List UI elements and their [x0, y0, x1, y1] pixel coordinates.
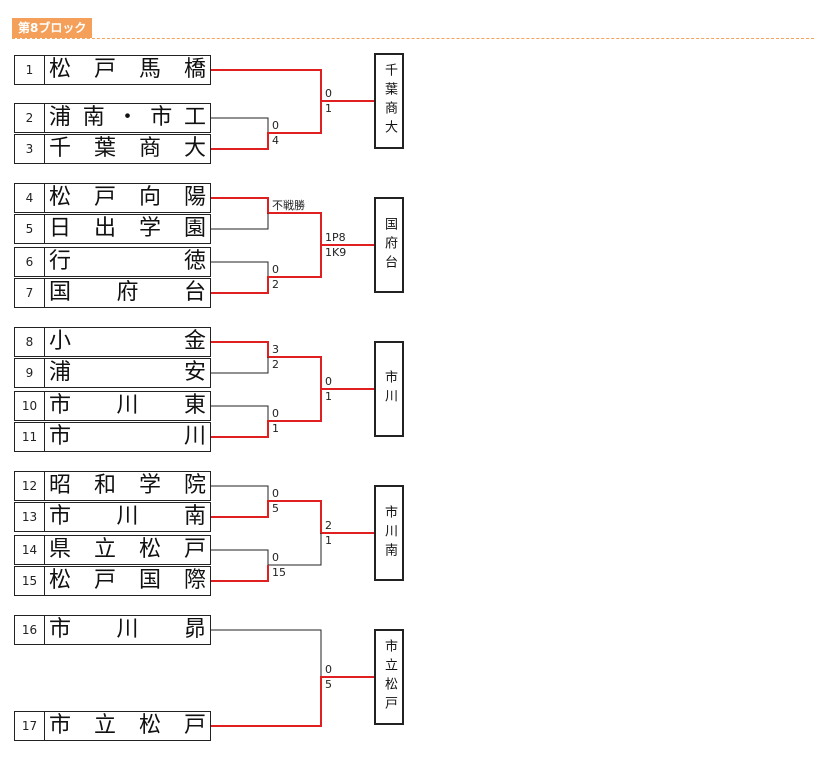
winner-box-1: 千葉商大: [374, 53, 404, 149]
score-label: 0: [325, 663, 332, 676]
score-label: 0: [325, 375, 332, 388]
team-name: 浦南・市工: [49, 105, 206, 130]
winner-box-2: 国府台: [374, 197, 404, 293]
score-label: 5: [325, 678, 332, 691]
team-name: 松戸向陽: [49, 185, 206, 210]
team-name: 市川東: [49, 393, 206, 418]
winner-line-7: [211, 244, 375, 294]
loser-line-5: [211, 213, 269, 230]
team-name: 千葉商大: [49, 136, 206, 161]
score-label: 1K9: [325, 246, 347, 259]
score-label: 2: [272, 358, 279, 371]
score-label: 0: [272, 407, 279, 420]
score-label: 0: [272, 263, 279, 276]
winner-line-3: [211, 101, 322, 150]
score-label: 2: [325, 519, 332, 532]
score-label: 2: [272, 278, 279, 291]
team-name: 市立松戸: [49, 713, 206, 738]
loser-line-12: [211, 485, 269, 501]
winner-line-8: [211, 341, 322, 389]
team-name: 市川: [49, 424, 206, 449]
loser-line-14: [211, 533, 322, 566]
loser-line-2: [211, 117, 269, 133]
team-name: 浦安: [49, 360, 206, 385]
score-label: 0: [272, 119, 279, 132]
block-title: 第8ブロック: [12, 18, 93, 38]
winner-box-4: 市川南: [374, 485, 404, 581]
team-name: 市川昴: [49, 617, 206, 642]
team-name: 松戸国際: [49, 568, 206, 593]
winner-line-1: [211, 69, 375, 102]
loser-line-16: [211, 629, 322, 677]
winner-line-11: [211, 388, 375, 438]
team-name: 市川南: [49, 504, 206, 529]
score-label: 1: [325, 390, 332, 403]
winner-line-15: [211, 565, 269, 582]
team-name: 日出学園: [49, 216, 206, 241]
team-name: 行徳: [49, 249, 206, 274]
team-name: 昭和学院: [49, 473, 206, 498]
loser-line-6: [211, 261, 269, 277]
block-header: 第8ブロック: [12, 18, 814, 39]
winner-box-5: 市立松戸: [374, 629, 404, 725]
score-label: 1: [325, 534, 332, 547]
score-label: 不戦勝: [272, 199, 305, 212]
score-label: 1: [325, 102, 332, 115]
score-label: 3: [272, 343, 279, 356]
score-label: 0: [325, 87, 332, 100]
winner-line-13: [211, 500, 375, 534]
score-label: 15: [272, 566, 286, 579]
team-name: 県立松戸: [49, 537, 206, 562]
team-name: 国府台: [49, 280, 206, 305]
team-name: 松戸馬橋: [49, 57, 206, 82]
loser-line-9: [211, 357, 269, 374]
winner-box-3: 市川: [374, 341, 404, 437]
winner-line-17: [211, 676, 375, 727]
score-label: 1P8: [325, 231, 346, 244]
score-label: 4: [272, 134, 279, 147]
score-label: 0: [272, 487, 279, 500]
loser-line-10: [211, 405, 269, 421]
score-label: 0: [272, 551, 279, 564]
team-name: 小金: [49, 329, 206, 354]
score-label: 1: [272, 422, 279, 435]
score-label: 5: [272, 502, 279, 515]
